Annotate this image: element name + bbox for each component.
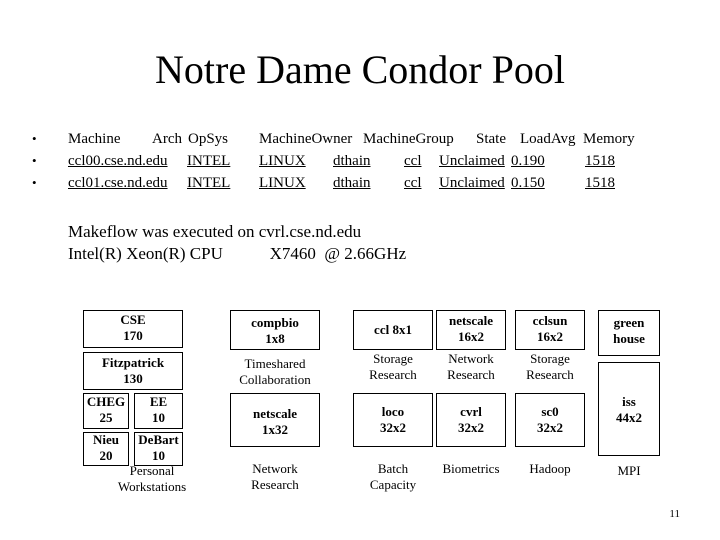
row1-memory: 1518 xyxy=(585,153,615,169)
bullet-1: • xyxy=(32,131,37,146)
row2-group: ccl xyxy=(404,175,422,191)
bullet-3: • xyxy=(32,175,37,190)
netscale-1x32-label: netscale 1x32 xyxy=(252,406,298,437)
batch-capacity-caption: Batch Capacity xyxy=(369,461,417,492)
row2-load: 0.150 xyxy=(511,175,545,191)
nieu-box xyxy=(83,432,129,466)
ee-label: EE 10 xyxy=(149,394,168,425)
header-memory: Memory xyxy=(583,131,635,147)
cclsun-label: cclsun 16x2 xyxy=(532,313,568,344)
network-research-caption-2: Network Research xyxy=(447,351,495,382)
loco-box xyxy=(353,393,433,447)
row2-machine: ccl01.cse.nd.edu xyxy=(68,175,168,191)
iss-box xyxy=(598,362,660,456)
iss-label: iss 44x2 xyxy=(616,394,642,425)
netscale-16x2-box xyxy=(436,310,506,350)
timeshared-caption: Timeshared Collaboration xyxy=(239,356,311,387)
cclsun-box xyxy=(515,310,585,350)
ccl8x1-box xyxy=(353,310,433,350)
fitzpatrick-box xyxy=(83,352,183,390)
makeflow-host-text: Makeflow was executed on cvrl.cse.nd.edu xyxy=(68,222,362,241)
fitzpatrick-label: Fitzpatrick 130 xyxy=(101,355,165,386)
header-machine-group: MachineGroup xyxy=(363,131,454,147)
row1-arch: INTEL xyxy=(187,153,231,169)
biometrics-caption: Biometrics xyxy=(442,461,500,476)
row2-opsys: LINUX xyxy=(259,175,306,191)
cse-box xyxy=(83,310,183,348)
sc0-box xyxy=(515,393,585,447)
green-house-label: green house xyxy=(613,315,645,346)
row2-owner: dthain xyxy=(333,175,371,191)
hadoop-caption: Hadoop xyxy=(529,461,571,476)
header-machine: Machine xyxy=(68,131,121,147)
row1-load: 0.190 xyxy=(511,153,545,169)
debart-box xyxy=(134,432,183,466)
network-research-caption-1: Network Research xyxy=(251,461,299,492)
green-house-box xyxy=(598,310,660,356)
row2-arch: INTEL xyxy=(187,175,231,191)
netscale-1x32-box xyxy=(230,393,320,447)
ee-box xyxy=(134,393,183,429)
header-arch: Arch xyxy=(152,131,182,147)
loco-label: loco 32x2 xyxy=(380,404,406,435)
mpi-caption: MPI xyxy=(617,463,641,478)
row1-owner: dthain xyxy=(333,153,371,169)
debart-label: DeBart 10 xyxy=(138,432,179,463)
header-machine-owner: MachineOwner xyxy=(259,131,353,147)
cvrl-box xyxy=(436,393,506,447)
cheg-box xyxy=(83,393,129,429)
bullet-2: • xyxy=(32,153,37,168)
cheg-label: CHEG 25 xyxy=(86,394,126,425)
ccl8x1-label: ccl 8x1 xyxy=(374,322,412,337)
compbio-box xyxy=(230,310,320,350)
nieu-label: Nieu 20 xyxy=(93,432,119,463)
row2-memory: 1518 xyxy=(585,175,615,191)
header-load-avg: LoadAvg xyxy=(520,131,576,147)
storage-research-caption-2: Storage Research xyxy=(526,351,574,382)
header-opsys: OpSys xyxy=(188,131,229,147)
compbio-label: compbio 1x8 xyxy=(251,315,299,346)
netscale-16x2-label: netscale 16x2 xyxy=(448,313,494,344)
sc0-label: sc0 32x2 xyxy=(537,404,563,435)
header-state: State xyxy=(476,131,506,147)
cse-label: CSE 170 xyxy=(120,312,146,343)
cvrl-label: cvrl 32x2 xyxy=(458,404,484,435)
row1-state: Unclaimed xyxy=(439,153,505,169)
storage-research-caption-1: Storage Research xyxy=(369,351,417,382)
row1-machine: ccl00.cse.nd.edu xyxy=(68,153,168,169)
personal-workstations-caption: Personal Workstations xyxy=(117,463,187,494)
cpu-spec-text: Intel(R) Xeon(R) CPU X7460 @ 2.66GHz xyxy=(68,244,407,263)
page-title: Notre Dame Condor Pool xyxy=(155,47,565,92)
row1-opsys: LINUX xyxy=(259,153,306,169)
row1-group: ccl xyxy=(404,153,422,169)
row2-state: Unclaimed xyxy=(439,175,505,191)
page-number: 11 xyxy=(669,508,680,520)
